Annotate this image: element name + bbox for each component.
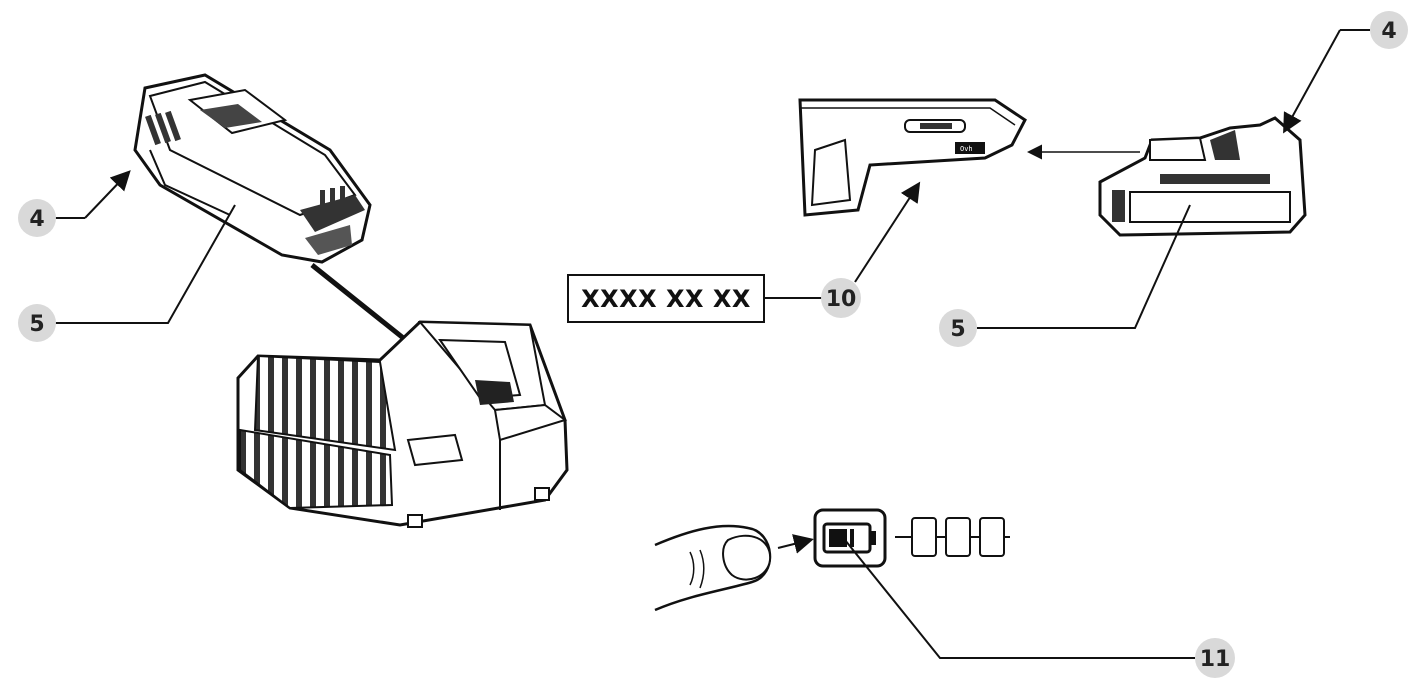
callout-11: 11	[844, 539, 1235, 678]
callout-4-right: 4	[1283, 11, 1408, 134]
svg-text:Ovh: Ovh	[960, 145, 973, 153]
callout-label: 10	[826, 287, 857, 312]
callout-label: 4	[1381, 19, 1396, 44]
level-segment-icon	[911, 517, 937, 557]
press-arrow	[777, 534, 814, 554]
callout-label: 5	[950, 317, 965, 342]
battery-icon	[829, 529, 847, 547]
callout-label: 5	[29, 312, 44, 337]
finger-icon	[654, 524, 772, 612]
charger	[236, 320, 569, 528]
right-battery-pack	[1098, 116, 1307, 237]
level-segment-icon	[945, 517, 971, 557]
callout-label: 4	[29, 207, 44, 232]
callout-4-left: 4	[18, 170, 131, 237]
tool-body: Ovh	[798, 98, 1027, 217]
callout-5-right: 5	[939, 204, 1191, 347]
callout-label: 11	[1200, 647, 1231, 672]
left-battery-pack	[133, 73, 372, 264]
level-indicator	[895, 517, 1010, 557]
part-number-text: XXXX XX XX	[581, 285, 751, 313]
battery-gauge-button	[813, 508, 887, 568]
part-number-box: XXXX XX XX	[567, 274, 765, 323]
callout-5-left: 5	[18, 204, 236, 342]
callout-10: 10	[764, 181, 921, 318]
level-segment-icon	[979, 517, 1005, 557]
